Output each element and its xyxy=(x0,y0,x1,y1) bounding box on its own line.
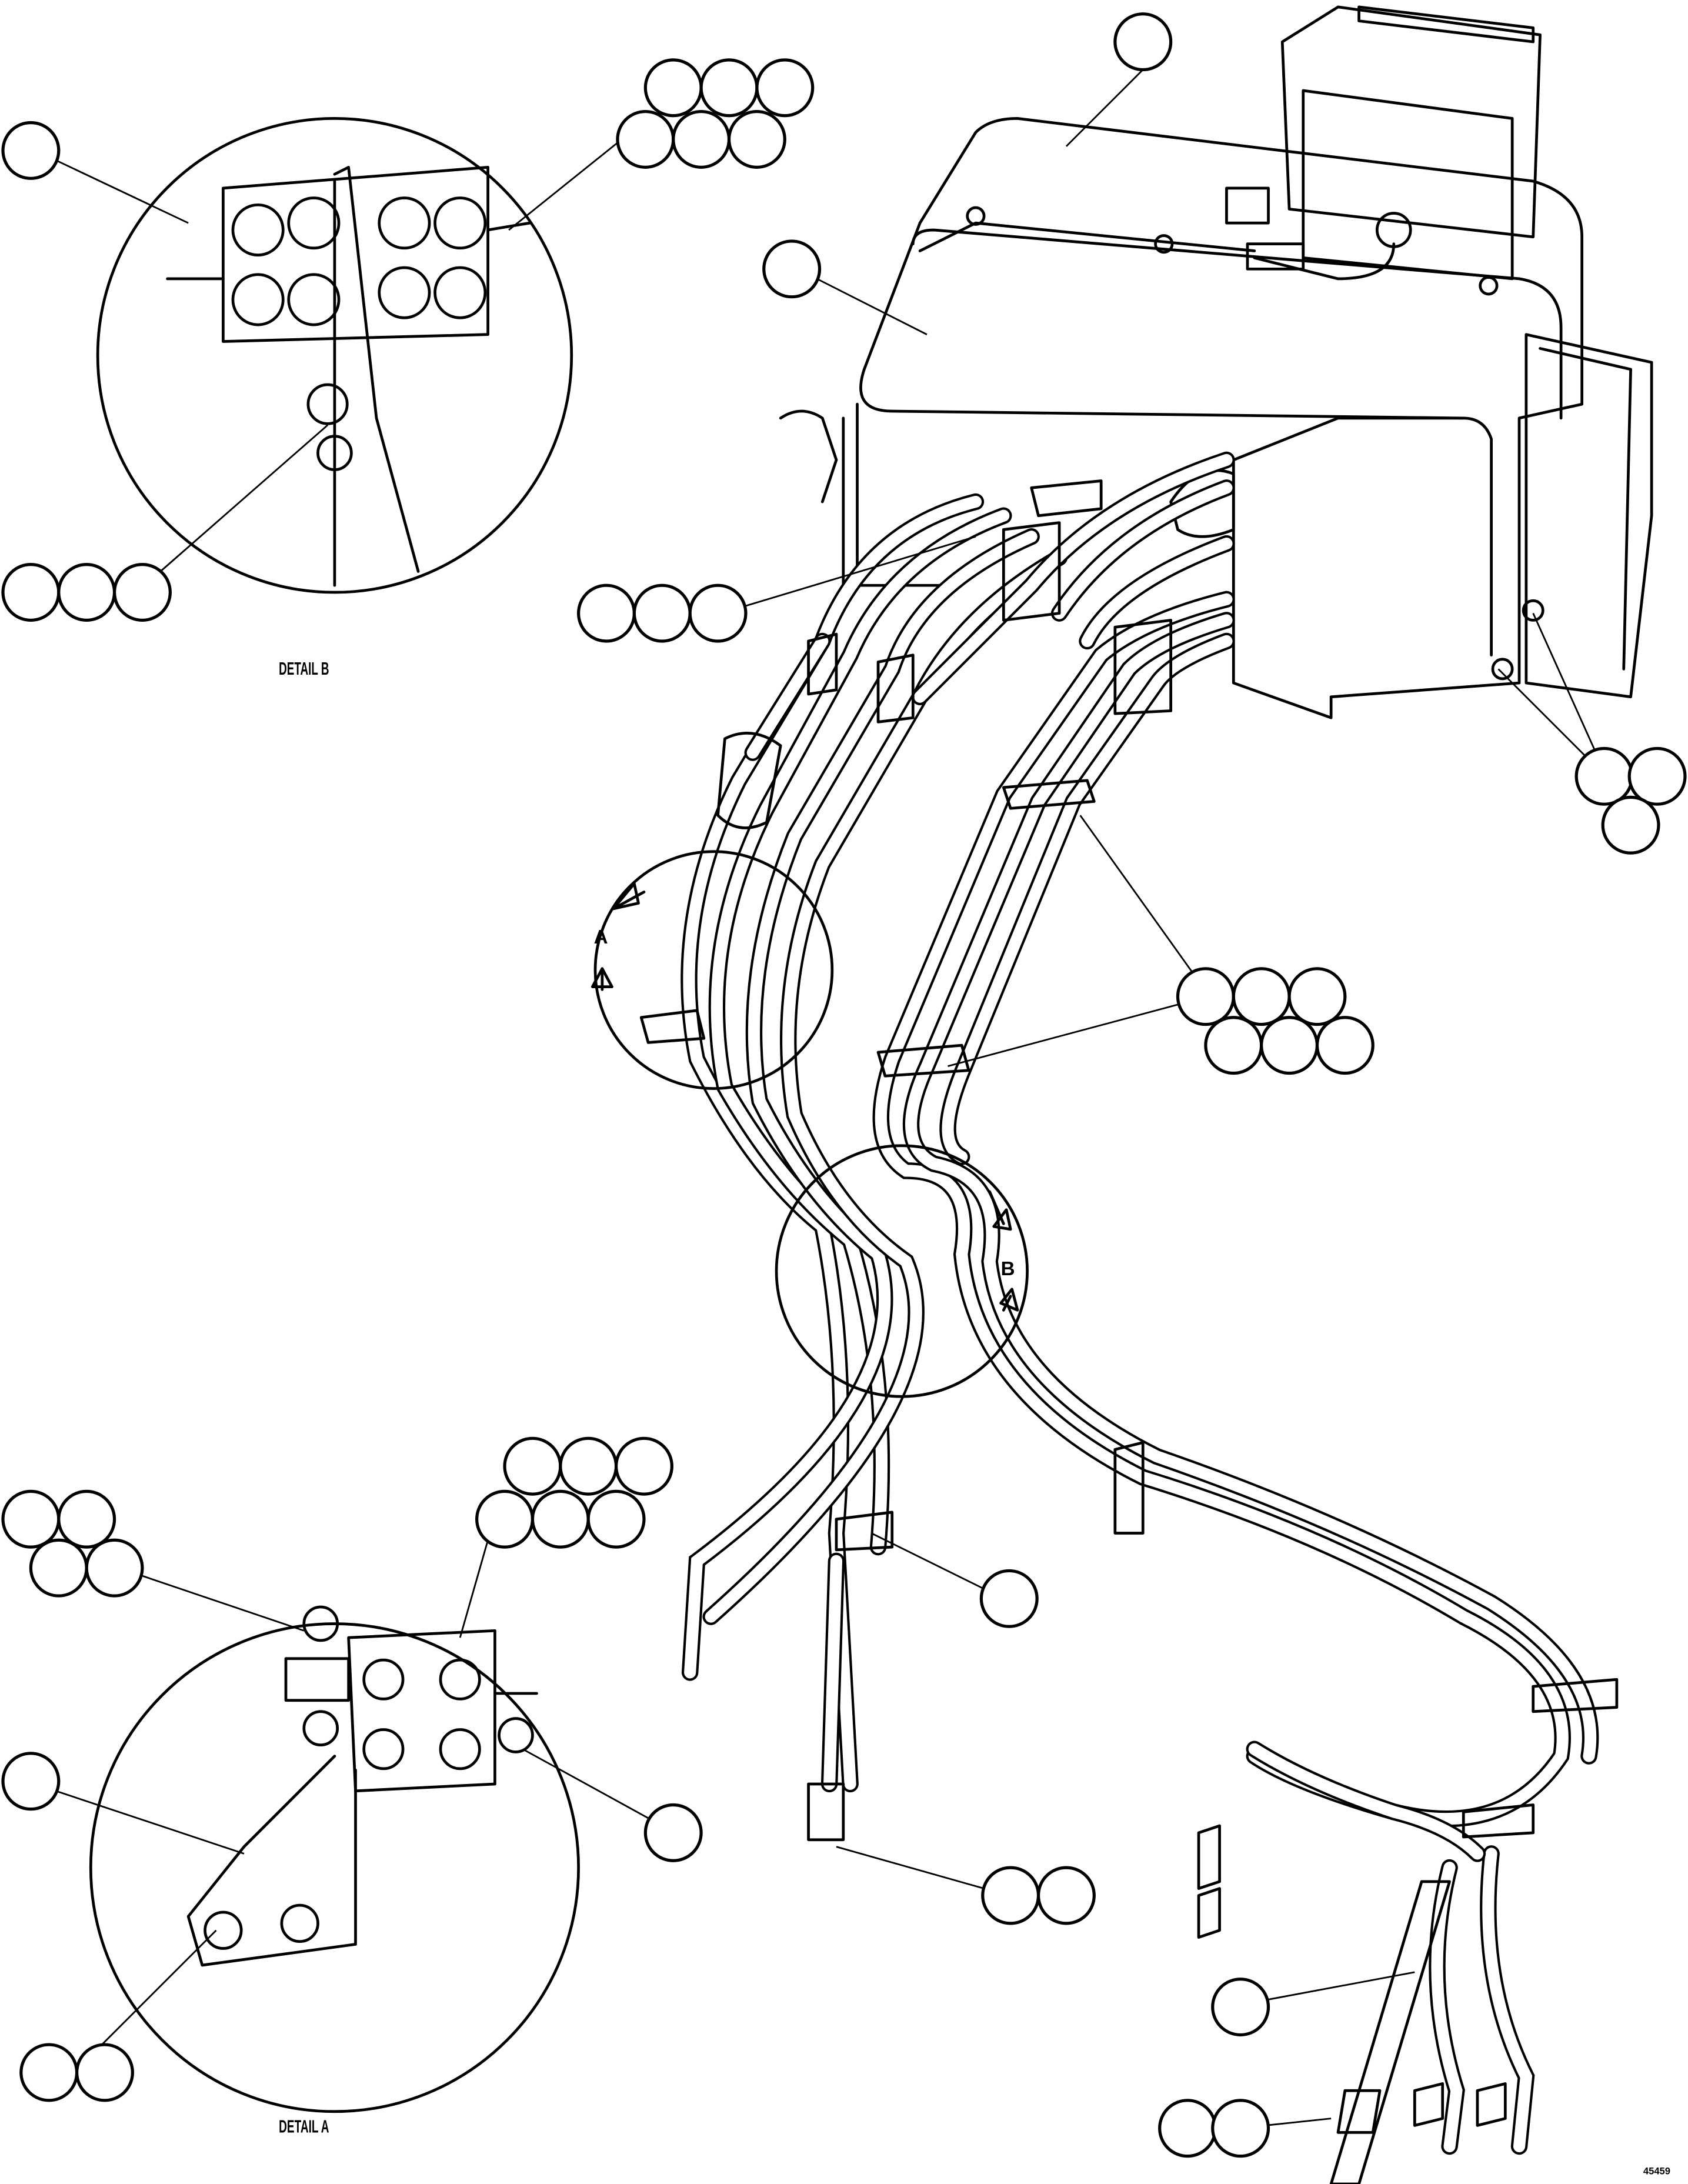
cable-harness xyxy=(680,451,1599,2155)
callout-balloon xyxy=(1,563,61,622)
cable-fill xyxy=(1248,1743,1484,1860)
callout-balloon xyxy=(1211,2099,1270,2158)
view-a-circle xyxy=(591,850,834,1090)
callout-balloon xyxy=(19,2043,79,2102)
callout-balloon xyxy=(643,58,703,118)
view-a-marker: A xyxy=(594,926,608,948)
callout-balloon xyxy=(762,239,822,299)
cable-fill xyxy=(942,635,1233,1163)
callout-balloon xyxy=(29,1538,88,1598)
callout-balloon xyxy=(1287,967,1347,1026)
detail-a-view xyxy=(89,1605,580,2113)
callout-balloon xyxy=(1036,1866,1096,1925)
detail-b-label: DETAIL B xyxy=(279,658,329,679)
callout-balloon xyxy=(1204,1016,1263,1075)
callout-balloon xyxy=(1158,2099,1217,2158)
callout-balloon xyxy=(643,1803,703,1862)
leader-lines xyxy=(55,69,1597,2126)
callout-balloon xyxy=(1260,1016,1319,1075)
callout-balloon xyxy=(672,109,731,169)
cable-fill xyxy=(875,593,1569,1825)
callout-balloon xyxy=(979,1569,1039,1628)
cable-fill xyxy=(1482,1848,1533,2153)
callout-balloon xyxy=(112,563,172,622)
callout-balloon xyxy=(586,1489,646,1549)
callout-balloon xyxy=(1232,967,1291,1026)
callout-balloon xyxy=(1601,795,1660,855)
callout-balloon xyxy=(632,583,692,643)
callout-balloon xyxy=(531,1489,590,1549)
detail-b-view xyxy=(96,117,573,594)
callout-balloon xyxy=(85,1538,144,1598)
callout-balloon xyxy=(755,58,815,118)
view-b-circle xyxy=(775,1144,1029,1398)
callout-balloon xyxy=(616,109,675,169)
cable-fill xyxy=(684,531,1038,1679)
callout-balloon xyxy=(577,583,636,643)
detail-a-label: DETAIL A xyxy=(279,2116,329,2136)
callout-balloon xyxy=(559,1436,618,1496)
callout-balloon xyxy=(1,121,61,180)
cable-fill xyxy=(823,1555,843,1790)
cable-fill xyxy=(705,551,1066,1623)
callout-balloon xyxy=(57,563,116,622)
cable-clamps xyxy=(716,479,1619,2184)
callout-balloon xyxy=(727,109,786,169)
cable-fill xyxy=(905,614,1597,1762)
cable-fill xyxy=(746,635,829,759)
callout-balloon xyxy=(699,58,759,118)
callout-balloon xyxy=(1,1489,61,1549)
cable-fill xyxy=(683,495,982,1790)
callout-balloon xyxy=(503,1436,562,1496)
drawing-number: 45459 xyxy=(1643,2165,1670,2176)
callout-balloon xyxy=(1,1752,61,1811)
callout-balloon xyxy=(57,1489,116,1549)
cable-fill xyxy=(914,454,1233,703)
callout-balloon xyxy=(688,583,748,643)
callout-balloon xyxy=(614,1436,673,1496)
callout-balloon xyxy=(1176,967,1235,1026)
callout-balloon xyxy=(1211,1978,1270,2037)
callout-balloon xyxy=(1315,1016,1375,1075)
cable-fill xyxy=(1053,482,1233,619)
view-b-marker: B xyxy=(1001,1258,1015,1280)
enclosure-housing xyxy=(779,5,1653,719)
callout-balloon xyxy=(981,1866,1040,1925)
callout-balloon xyxy=(1574,746,1634,806)
callout-balloons xyxy=(1,12,1687,2158)
cable-fill xyxy=(1081,538,1233,648)
callout-balloon xyxy=(475,1489,535,1549)
callout-balloon xyxy=(75,2043,134,2102)
callout-balloon xyxy=(1627,746,1687,806)
callout-balloon xyxy=(1113,12,1173,72)
